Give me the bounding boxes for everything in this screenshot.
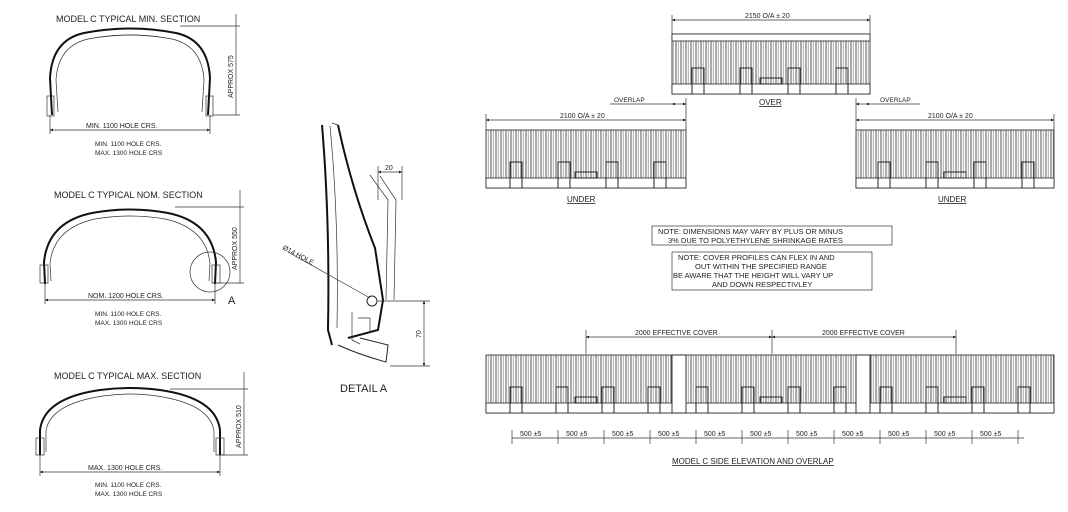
section-max: MODEL C TYPICAL MAX. SECTION APPROX 510 … xyxy=(35,371,248,498)
note2-line3: BE AWARE THAT THE HEIGHT WILL VARY UP xyxy=(673,271,833,280)
pitch-label: 500 ±5 xyxy=(842,431,863,438)
under-right-dim-label: 2100 O/A ± 20 xyxy=(928,113,973,120)
note1-line2: 3% DUE TO POLYETHYLENE SHRINKAGE RATES xyxy=(668,236,843,245)
side-elevation-title: MODEL C SIDE ELEVATION AND OVERLAP xyxy=(672,457,834,466)
pitch-label: 500 ±5 xyxy=(934,431,955,438)
over-dim-label: 2150 O/A ± 20 xyxy=(745,13,790,20)
section-min-title: MODEL C TYPICAL MIN. SECTION xyxy=(56,14,200,24)
detail-dim-side: 70 xyxy=(416,330,423,338)
section-min-note-1: MIN. 1100 HOLE CRS. xyxy=(95,141,162,148)
notes: NOTE: DIMENSIONS MAY VARY BY PLUS OR MIN… xyxy=(651,225,893,291)
section-max-note-2: MAX. 1300 HOLE CRS xyxy=(95,491,163,498)
cover-right-label: 2000 EFFECTIVE COVER xyxy=(822,330,905,337)
pitch-label: 500 ±5 xyxy=(980,431,1001,438)
note2-line2: OUT WITHIN THE SPECIFIED RANGE xyxy=(695,262,827,271)
section-nom-title: MODEL C TYPICAL NOM. SECTION xyxy=(54,190,203,200)
under-left-label: UNDER xyxy=(567,195,596,204)
section-nom-dim-label: NOM. 1200 HOLE CRS. xyxy=(88,293,164,300)
section-max-height-label: APPROX 510 xyxy=(236,405,243,448)
pitch-label: 500 ±5 xyxy=(796,431,817,438)
detail-a: Ø14 HOLE 20 70 DETAIL A xyxy=(281,122,430,395)
pitch-label: 500 ±5 xyxy=(658,431,679,438)
detail-title: DETAIL A xyxy=(340,383,388,395)
pitch-label: 500 ±5 xyxy=(612,431,633,438)
pitch-label: 500 ±5 xyxy=(566,431,587,438)
overlap-view: 2150 O/A ± 20 OVER 2100 O/A ± 20 OVERLAP… xyxy=(485,13,1055,204)
note1-line1: NOTE: DIMENSIONS MAY VARY BY PLUS OR MIN… xyxy=(658,227,843,236)
detail-a-marker: A xyxy=(228,295,236,307)
section-min-height-label: APPROX 575 xyxy=(228,55,235,98)
section-min-note-2: MAX. 1300 HOLE CRS xyxy=(95,150,163,157)
section-max-dim-label: MAX. 1300 HOLE CRS. xyxy=(88,465,162,472)
over-label: OVER xyxy=(759,98,782,107)
under-right-label: UNDER xyxy=(938,195,967,204)
detail-hole xyxy=(366,295,378,307)
side-elevation: 2000 EFFECTIVE COVER 2000 EFFECTIVE COVE… xyxy=(485,330,1055,466)
section-min-dim-label: MIN. 1100 HOLE CRS. xyxy=(86,123,158,130)
section-nom: MODEL C TYPICAL NOM. SECTION A APPROX 55… xyxy=(39,190,244,327)
pitch-label: 500 ±5 xyxy=(704,431,725,438)
pitch-labels: 500 ±5 500 ±5 500 ±5 500 ±5 500 ±5 500 ±5 500 … xyxy=(520,431,1001,438)
note2-line4: AND DOWN RESPECTIVLEY xyxy=(712,280,812,289)
detail-hole-label: Ø14 HOLE xyxy=(281,245,315,267)
pitch-label: 500 ±5 xyxy=(888,431,909,438)
section-max-title: MODEL C TYPICAL MAX. SECTION xyxy=(54,371,201,381)
section-nom-note-1: MIN. 1100 HOLE CRS. xyxy=(95,311,162,318)
pitch-label: 500 ±5 xyxy=(520,431,541,438)
cover-left-label: 2000 EFFECTIVE COVER xyxy=(635,330,718,337)
section-min: MODEL C TYPICAL MIN. SECTION APPROX 575 … xyxy=(46,14,240,157)
section-nom-height-label: APPROX 550 xyxy=(232,227,239,270)
overlap-left-label: OVERLAP xyxy=(614,97,645,104)
under-left-dim-label: 2100 O/A ± 20 xyxy=(560,113,605,120)
section-nom-note-2: MAX. 1300 HOLE CRS xyxy=(95,320,163,327)
note2-line1: NOTE: COVER PROFILES CAN FLEX IN AND xyxy=(678,253,835,262)
section-max-note-1: MIN. 1100 HOLE CRS. xyxy=(95,482,162,489)
pitch-label: 500 ±5 xyxy=(750,431,771,438)
detail-dim-top: 20 xyxy=(385,165,393,172)
detail-a-callout-circle xyxy=(189,251,231,293)
overlap-right-label: OVERLAP xyxy=(880,97,911,104)
